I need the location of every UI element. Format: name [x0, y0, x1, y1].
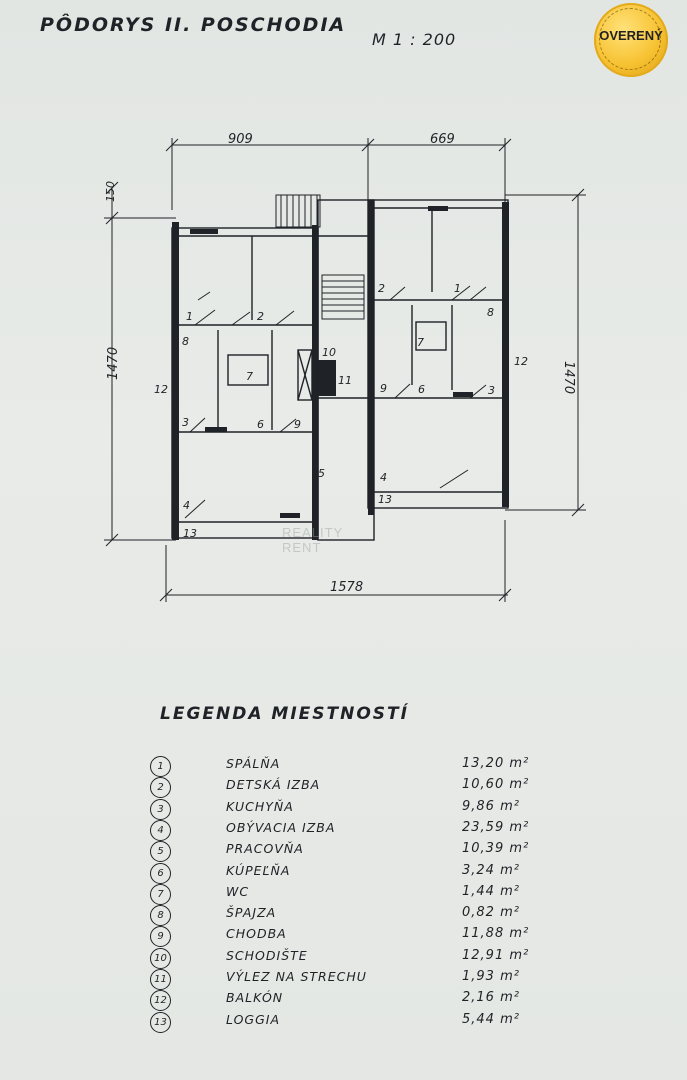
legend-row: 3 KUCHYŇA 9,86 m² — [150, 798, 570, 820]
legend-room-area: 1,44 m² — [462, 883, 520, 899]
room-label: 9 — [380, 382, 387, 395]
dim-label-left-height: 1470 — [106, 347, 121, 380]
dim-label-offset: 150 — [104, 181, 117, 202]
legend-row: 7 WC 1,44 m² — [150, 883, 570, 905]
room-label: 10 — [322, 346, 336, 359]
room-label: 7 — [246, 370, 253, 383]
legend-number: 11 — [150, 969, 171, 990]
scale-label: M 1 : 200 — [372, 30, 457, 49]
legend-row: 13 LOGGIA 5,44 m² — [150, 1011, 570, 1033]
dim-label-top-right: 669 — [430, 132, 455, 147]
room-label: 3 — [488, 384, 495, 397]
wall-party-left — [312, 225, 318, 540]
legend-title: LEGENDA MIESTNOSTÍ — [160, 704, 409, 724]
room-label: 12 — [154, 383, 168, 396]
room-label: 3 — [182, 416, 189, 429]
legend-row: 2 DETSKÁ IZBA 10,60 m² — [150, 776, 570, 799]
watermark-line: REALITY — [282, 525, 344, 540]
stairs-lower — [321, 274, 365, 320]
legend-room-area: 2,16 m² — [462, 990, 520, 1006]
legend-room-name: SCHODIŠTE — [226, 947, 308, 963]
room-label: 8 — [182, 335, 189, 348]
wall-right — [502, 202, 509, 507]
legend-row: 8 ŠPAJZA 0,82 m² — [150, 904, 570, 927]
badge-ring — [599, 8, 661, 70]
legend-room-name: ŠPAJZA — [226, 905, 277, 921]
verified-badge: OVERENÝ — [594, 3, 668, 77]
legend-number: 1 — [150, 756, 171, 777]
legend-room-area: 11,88 m² — [462, 926, 530, 942]
legend-room-name: OBÝVACIA IZBA — [226, 819, 336, 835]
room-label: 7 — [417, 336, 424, 349]
legend-row: 10 SCHODIŠTE 12,91 m² — [150, 947, 570, 969]
page-title: PÔDORYS II. POSCHODIA — [40, 14, 347, 36]
legend-room-name: PRACOVŇA — [226, 841, 304, 857]
watermark-line: RENT — [282, 540, 322, 555]
legend-row: 1 SPÁLŇA 13,20 m² — [150, 755, 570, 777]
legend-row: 6 KÚPEĽŇA 3,24 m² — [150, 862, 570, 884]
room-label: 4 — [380, 471, 387, 484]
legend-room-name: CHODBA — [226, 926, 287, 942]
room-label: 9 — [294, 418, 301, 431]
legend-row: 4 OBÝVACIA IZBA 23,59 m² — [150, 819, 570, 841]
dim-label-right-height: 1470 — [561, 361, 576, 394]
badge-label: OVERENÝ — [599, 28, 663, 43]
room-label: 4 — [183, 499, 190, 512]
legend-room-name: WC — [226, 883, 250, 899]
room-label: 13 — [378, 493, 392, 506]
legend-room-area: 10,60 m² — [462, 777, 530, 793]
legend-number: 2 — [150, 777, 171, 799]
legend-room-area: 0,82 m² — [462, 905, 520, 921]
wall-party-right — [368, 200, 374, 515]
legend-number: 12 — [150, 990, 171, 1012]
legend-number: 5 — [150, 841, 171, 863]
room-label: 6 — [257, 418, 264, 431]
legend-number: 4 — [150, 819, 171, 841]
room-label: 2 — [257, 310, 264, 323]
legend-room-name: DETSKÁ IZBA — [226, 777, 321, 793]
dim-label-top-left: 909 — [228, 132, 253, 147]
legend-room-area: 23,59 m² — [462, 819, 530, 835]
legend-room-name: KÚPEĽŇA — [226, 862, 291, 878]
legend-room-name: LOGGIA — [226, 1011, 281, 1027]
outer-outline — [171, 227, 319, 539]
legend-row: 5 PRACOVŇA 10,39 m² — [150, 840, 570, 863]
stairs-upper — [275, 194, 321, 228]
legend-number: 8 — [150, 905, 171, 927]
room-label: 8 — [487, 306, 494, 319]
legend-room-area: 5,44 m² — [462, 1011, 520, 1027]
dim-label-bottom: 1578 — [330, 580, 363, 595]
legend-number: 6 — [150, 862, 171, 884]
legend-number: 7 — [150, 883, 171, 905]
legend-number: 13 — [150, 1011, 171, 1033]
wall-left — [172, 222, 179, 540]
legend-room-area: 3,24 m² — [462, 862, 520, 878]
legend-row: 12 BALKÓN 2,16 m² — [150, 989, 570, 1012]
legend-number: 3 — [150, 798, 171, 820]
legend-room-area: 13,20 m² — [462, 756, 530, 771]
floor-plan: 909 669 1578 1470 1470 150 1 2 8 7 12 3 … — [104, 132, 586, 602]
legend-room-name: KUCHYŇA — [226, 798, 294, 814]
room-label: 11 — [338, 374, 352, 387]
legend-row: 11 VÝLEZ NA STRECHU 1,93 m² — [150, 968, 570, 990]
legend-room-area: 9,86 m² — [462, 798, 520, 814]
legend-room-area: 1,93 m² — [462, 969, 520, 984]
legend-room-area: 12,91 m² — [462, 947, 530, 963]
room-label: 1 — [186, 310, 193, 323]
legend-row: 9 CHODBA 11,88 m² — [150, 925, 570, 948]
legend-room-name: SPÁLŇA — [226, 756, 281, 771]
legend-room-name: VÝLEZ NA STRECHU — [226, 969, 367, 984]
room-label: 13 — [183, 527, 197, 540]
watermark: REALITY RENT — [282, 525, 343, 555]
room-label: 1 — [454, 282, 461, 295]
room-label: 12 — [514, 355, 528, 368]
legend-number: 9 — [150, 926, 171, 948]
room-label: 5 — [318, 467, 325, 480]
room-label: 6 — [418, 383, 425, 396]
legend-room-area: 10,39 m² — [462, 841, 530, 857]
room-label: 2 — [378, 282, 385, 295]
legend-number: 10 — [150, 947, 171, 969]
legend-room-name: BALKÓN — [226, 990, 284, 1006]
